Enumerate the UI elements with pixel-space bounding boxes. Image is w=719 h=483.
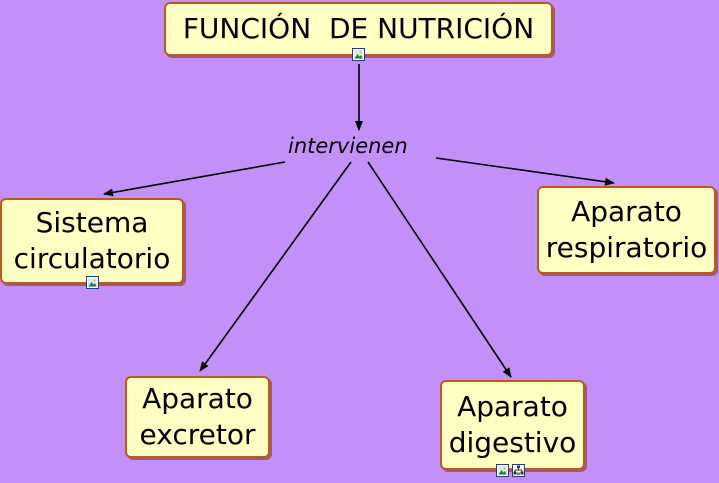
concept-sistema-circulatorio[interactable]: Sistema circulatorio	[0, 198, 184, 284]
concept-funcion-de-nutricion[interactable]: FUNCIÓN DE NUTRICIÓN	[164, 2, 553, 56]
concept-label: FUNCIÓN DE NUTRICIÓN	[182, 12, 535, 45]
concept-label-line-1: Aparato	[457, 390, 568, 423]
concept-label-line-2: circulatorio	[13, 242, 171, 275]
concept-aparato-respiratorio[interactable]: Aparato respiratorio	[537, 186, 716, 274]
concept-aparato-digestivo[interactable]: Aparato digestivo	[440, 380, 585, 470]
concept-map-icon[interactable]	[512, 464, 525, 477]
link-to-digestivo	[367, 161, 512, 378]
concept-label-line-1: Sistema	[35, 206, 149, 239]
image-icon[interactable]	[86, 276, 99, 289]
image-icon[interactable]	[352, 48, 365, 61]
link-to-circulatorio	[103, 161, 286, 197]
linking-phrase-intervienen: intervienen	[288, 134, 408, 158]
concept-aparato-excretor[interactable]: Aparato excretor	[125, 376, 270, 458]
concept-label-line-1: Aparato	[571, 195, 682, 228]
concept-label-line-2: excretor	[139, 418, 256, 451]
concept-label-line-1: Aparato	[142, 382, 253, 415]
link-to-excretor	[199, 161, 352, 372]
link-to-respiratorio	[435, 157, 615, 186]
concept-label-line-2: digestivo	[448, 426, 577, 459]
concept-label-line-2: respiratorio	[545, 231, 708, 264]
image-icon[interactable]	[496, 464, 509, 477]
